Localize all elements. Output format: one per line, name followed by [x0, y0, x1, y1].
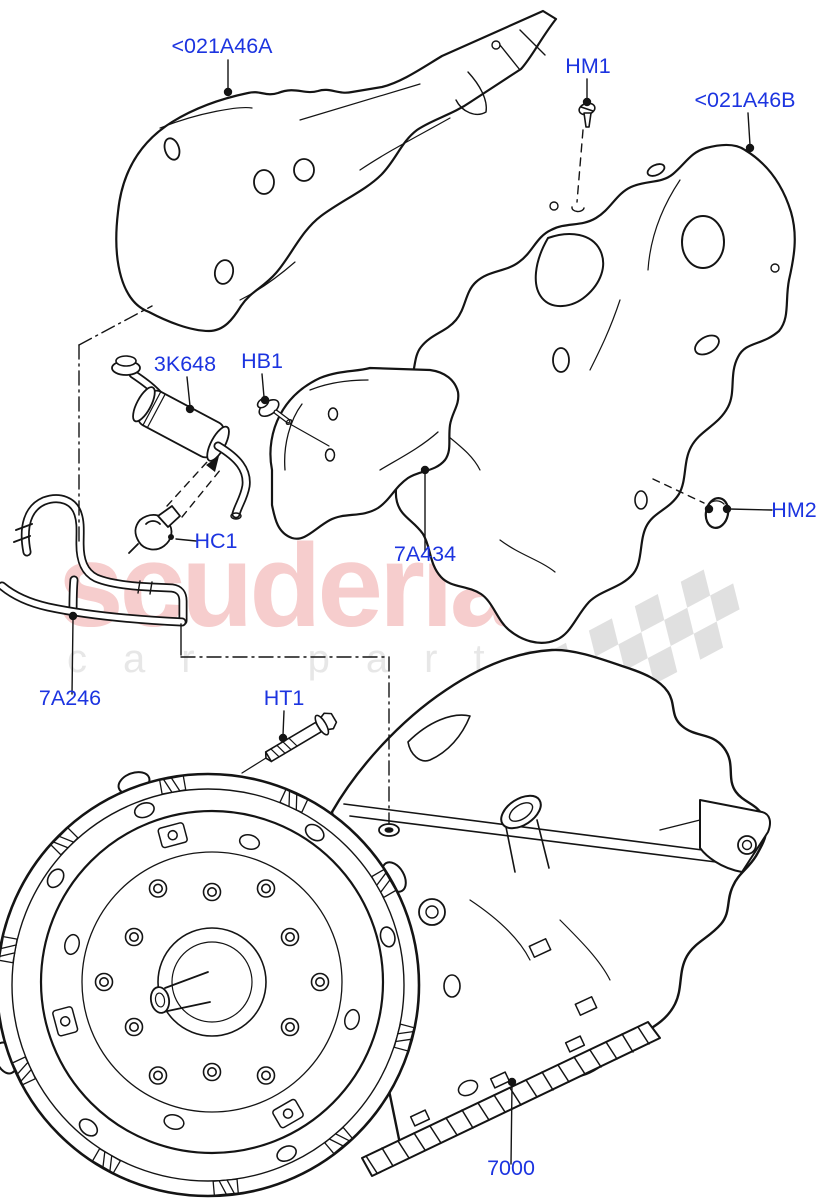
line-art [0, 9, 796, 1198]
callout-clamp-hc1[interactable]: HC1 [194, 529, 237, 553]
callout-breather-tube[interactable]: 7A246 [39, 686, 101, 710]
bolt-ht1-drawing [241, 712, 338, 774]
callout-heat-shield-rear[interactable]: <021A46B [694, 88, 795, 112]
callout-bolt-hb1[interactable]: HB1 [241, 349, 283, 373]
callout-labels: <021A46A HM1 <021A46B 3K648 HB1 7A434 HC… [39, 34, 817, 1180]
breather-tube-drawing [0, 494, 188, 627]
callout-breather-filter[interactable]: 3K648 [154, 352, 216, 376]
heat-shield-front-drawing [115, 9, 558, 333]
bolt-hb1-drawing [256, 397, 293, 426]
callout-screw-hm1[interactable]: HM1 [565, 54, 610, 78]
leader-lines [68, 59, 773, 1165]
cover-plate-drawing [269, 366, 460, 540]
clamp-hc1-drawing [128, 505, 181, 554]
callout-transmission[interactable]: 7000 [487, 1156, 535, 1180]
transmission-drawing [0, 648, 771, 1198]
callout-cover-plate[interactable]: 7A434 [394, 542, 456, 566]
callout-plug-hm2[interactable]: HM2 [771, 498, 816, 522]
breather-filter-drawing [111, 355, 251, 520]
watermark-tagline-text: car parts [67, 637, 577, 681]
callout-heat-shield-front[interactable]: <021A46A [171, 34, 273, 58]
heat-shield-rear-drawing [385, 143, 796, 644]
construction-lines [78, 305, 390, 825]
callout-bolt-ht1[interactable]: HT1 [264, 686, 305, 710]
